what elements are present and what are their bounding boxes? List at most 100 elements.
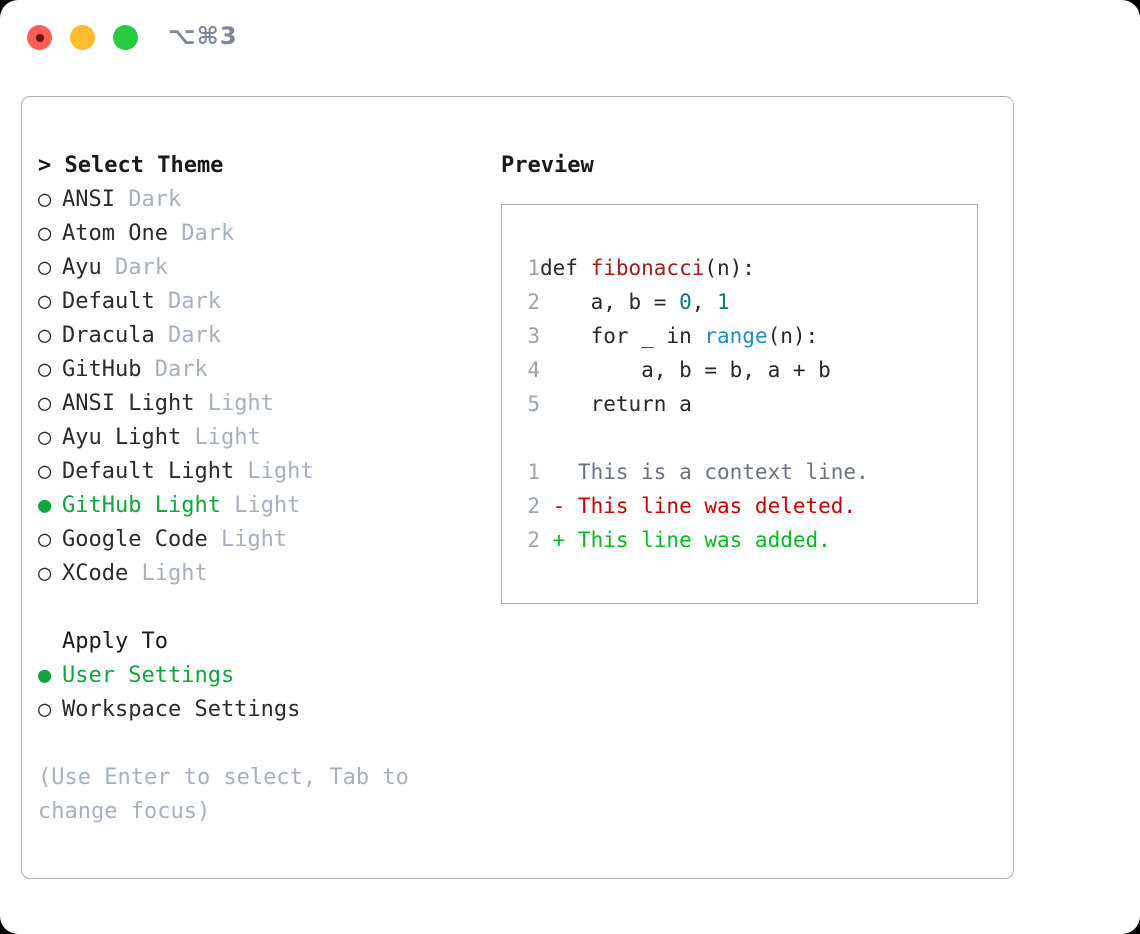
- code-token-add: + This line was added.: [540, 528, 831, 552]
- apply-to-option-user-settings[interactable]: ● User Settings: [38, 659, 488, 693]
- close-window-icon[interactable]: [27, 25, 52, 50]
- theme-option-label: GitHub Light: [62, 493, 221, 518]
- radio-unselected-icon: ○: [38, 697, 52, 722]
- code-line: 5 return a: [520, 387, 869, 421]
- code-token-plain: (n):: [767, 324, 819, 348]
- theme-selector: > Select Theme ○ANSI Dark○Atom One Dark○…: [38, 149, 488, 829]
- line-number: 1: [527, 256, 540, 280]
- theme-option-label: Atom One: [62, 221, 168, 246]
- theme-option-default[interactable]: ○ Default Dark: [38, 285, 488, 319]
- code-token-fn: fibonacci: [590, 256, 705, 280]
- radio-unselected-icon: ○: [38, 221, 52, 246]
- theme-option-ayu[interactable]: ○ Ayu Dark: [38, 251, 488, 285]
- apply-to-option-workspace-settings[interactable]: ○ Workspace Settings: [38, 693, 488, 727]
- preview-heading: Preview: [501, 153, 594, 178]
- theme-option-label: Default Light: [62, 459, 235, 484]
- theme-option-kind: Dark: [114, 187, 182, 212]
- code-token-del: - This line was deleted.: [540, 494, 857, 518]
- theme-option-label: Ayu Light: [62, 425, 182, 450]
- theme-option-kind: Dark: [141, 357, 208, 382]
- code-token-plain: return a: [540, 392, 692, 416]
- code-token-plain: (n):: [704, 256, 755, 280]
- radio-unselected-icon: ○: [38, 459, 52, 484]
- theme-option-dracula[interactable]: ○ Dracula Dark: [38, 319, 488, 353]
- theme-option-label: Default: [62, 289, 155, 314]
- diff-line: 2 + This line was added.: [520, 523, 869, 557]
- line-number: 1: [527, 460, 540, 484]
- theme-option-kind: Dark: [154, 323, 221, 348]
- line-number: 2: [527, 494, 540, 518]
- theme-option-ansi[interactable]: ○ ANSI Dark: [38, 183, 488, 217]
- theme-option-ayu-light[interactable]: ○ Ayu Light Light: [38, 421, 488, 455]
- radio-unselected-icon: ○: [38, 425, 52, 450]
- code-token-plain: ,: [691, 290, 718, 314]
- theme-option-label: Ayu: [62, 255, 102, 280]
- code-token-ctx: This is a context line.: [540, 460, 869, 484]
- theme-list[interactable]: ○ ANSI Dark ○ Atom One Dark ○ Ayu Dark ○ Defaul…: [38, 183, 488, 591]
- code-token-num: 1: [717, 290, 730, 314]
- theme-option-label: Google Code: [62, 527, 208, 552]
- keyboard-shortcut-label: ⌥⌘3: [168, 22, 238, 50]
- keyboard-hint-text: (Use Enter to select, Tab to change focu…: [38, 765, 409, 824]
- theme-option-ansi-light[interactable]: ○ ANSI Light Light: [38, 387, 488, 421]
- diff-line: 1 This is a context line.: [520, 455, 869, 489]
- code-line: 2 a, b = 0, 1: [520, 285, 869, 319]
- maximize-window-icon[interactable]: [113, 25, 138, 50]
- code-line: 1def fibonacci(n):: [520, 251, 869, 285]
- radio-unselected-icon: ○: [38, 357, 52, 382]
- radio-unselected-icon: ○: [38, 561, 52, 586]
- code-line: 4 a, b = b, a + b: [520, 353, 869, 387]
- code-blank-line: [520, 421, 869, 455]
- diff-line: 2 - This line was deleted.: [520, 489, 869, 523]
- list-spacer: [38, 591, 488, 625]
- line-number: 4: [527, 358, 540, 382]
- radio-selected-icon: ●: [38, 663, 52, 688]
- theme-option-google-code[interactable]: ○ Google Code Light: [38, 523, 488, 557]
- theme-option-kind: Dark: [101, 255, 168, 280]
- minimize-window-icon[interactable]: [70, 25, 95, 50]
- code-token-plain: a, b =: [540, 290, 680, 314]
- theme-option-label: Dracula: [62, 323, 155, 348]
- line-number: 3: [527, 324, 540, 348]
- theme-option-kind: Light: [234, 459, 314, 484]
- theme-option-default-light[interactable]: ○ Default Light Light: [38, 455, 488, 489]
- theme-option-label: ANSI: [62, 187, 115, 212]
- theme-option-github[interactable]: ○ GitHub Dark: [38, 353, 488, 387]
- code-token-num: 0: [679, 290, 692, 314]
- theme-option-label: XCode: [62, 561, 129, 586]
- select-theme-heading: > Select Theme: [38, 153, 224, 178]
- radio-unselected-icon: ○: [38, 187, 52, 212]
- line-number: 2: [527, 290, 540, 314]
- apply-to-options[interactable]: ● User Settings ○ Workspace Settings: [38, 659, 488, 727]
- apply-to-option-label: User Settings: [62, 663, 235, 688]
- code-token-builtin: range: [704, 324, 768, 348]
- theme-option-kind: Dark: [154, 289, 221, 314]
- theme-option-kind: Light: [194, 391, 274, 416]
- radio-unselected-icon: ○: [38, 323, 52, 348]
- code-token-plain: for _ in: [540, 324, 705, 348]
- apply-to-indent: [38, 625, 62, 659]
- theme-option-atom-one[interactable]: ○ Atom One Dark: [38, 217, 488, 251]
- main-panel: > Select Theme ○ANSI Dark○Atom One Dark○…: [21, 96, 1014, 879]
- theme-option-xcode[interactable]: ○XCode Light: [38, 557, 488, 591]
- code-line: 3 for _ in range(n):: [520, 319, 869, 353]
- radio-unselected-icon: ○: [38, 255, 52, 280]
- theme-option-kind: Dark: [167, 221, 235, 246]
- theme-option-label: ANSI Light: [62, 391, 195, 416]
- radio-unselected-icon: ○: [38, 527, 52, 552]
- apply-to-option-label: Workspace Settings: [62, 697, 301, 722]
- line-number: 2: [527, 528, 540, 552]
- theme-option-github-light[interactable]: ●GitHub Light Light: [38, 489, 488, 523]
- theme-option-kind: Light: [207, 527, 288, 552]
- title-bar: ⌥⌘3: [0, 0, 1140, 78]
- apply-to-heading: Apply To: [38, 625, 488, 659]
- line-number: 5: [527, 392, 540, 416]
- radio-unselected-icon: ○: [38, 289, 52, 314]
- theme-option-kind: Light: [181, 425, 261, 450]
- theme-option-label: GitHub: [62, 357, 142, 382]
- theme-option-kind: Light: [220, 493, 301, 518]
- radio-unselected-icon: ○: [38, 391, 52, 416]
